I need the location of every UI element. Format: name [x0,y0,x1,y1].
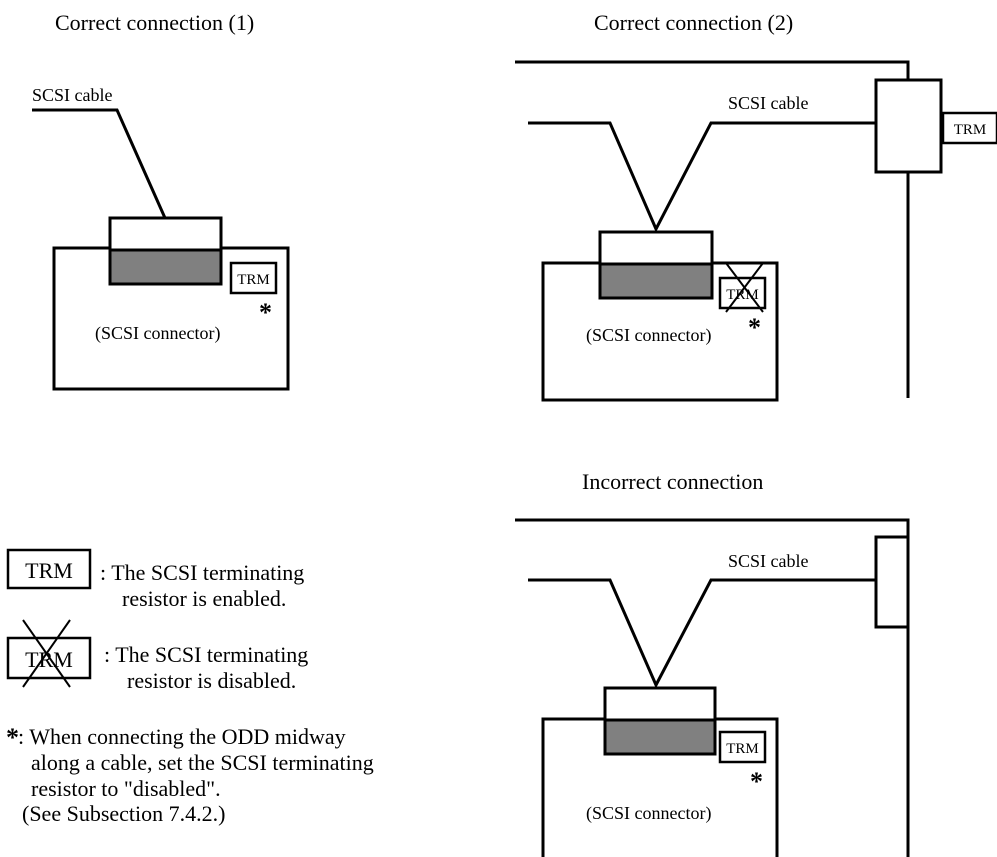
diagram-2-plug [598,230,714,266]
diagram-1-connector-label: (SCSI connector) [95,323,220,344]
legend-disabled-cross-b [22,619,71,688]
legend-note-asterisk: * [6,723,19,752]
legend-enabled-trm-box [6,548,92,590]
diagram-1-connector-socket [108,248,223,286]
legend: TRM : The SCSI terminating resistor is e… [6,548,374,826]
diagram-2-scsi-cable [528,121,876,233]
diagram-1-trm-label: TRM [237,272,270,288]
diagram-2-bus-line [515,60,910,398]
diagram-3-asterisk: * [750,767,763,796]
diagram-3-connector-label: (SCSI connector) [586,803,711,824]
diagram-3-cable-label: SCSI cable [728,551,809,571]
diagram-2-trm-box [718,276,767,310]
diagram-2-trm-label: TRM [726,287,759,303]
diagram-3-end-plug [874,535,910,629]
diagram-3-plug [603,686,717,722]
legend-disabled-line-2: resistor is disabled. [127,668,296,693]
diagram-1-asterisk: * [259,298,272,327]
legend-enabled-line-1: : The SCSI terminating [100,560,304,585]
legend-note-line-3: resistor to "disabled". [31,776,221,801]
diagram-1-scsi-cable [32,108,167,219]
diagram-2-trm-cross-b [725,262,764,313]
diagram-incorrect: Incorrect connection SCSI cable TRM * (S… [515,469,910,857]
diagram-2-connector-socket [598,262,714,300]
diagram-correct-2: Correct connection (2) TRM SCSI cable TR… [515,10,997,402]
diagram-3-connector-socket [603,718,717,756]
legend-disabled-trm-box [6,636,92,680]
diagram-2-cable-label: SCSI cable [728,93,809,113]
diagram-3-title: Incorrect connection [582,469,763,494]
diagram-2-connector-label: (SCSI connector) [586,325,711,346]
diagram-2-title: Correct connection (2) [594,10,793,35]
legend-enabled-line-2: resistor is enabled. [122,586,286,611]
legend-note-line-4: (See Subsection 7.4.2.) [22,801,225,826]
diagram-3-bus-line [515,518,910,857]
diagram-1-trm-box [229,261,278,295]
diagram-3-trm-box [718,730,767,764]
legend-note-line-1: : When connecting the ODD midway [18,724,346,749]
diagram-correct-1: Correct connection (1) SCSI cable TRM * … [32,10,290,391]
diagram-1-title: Correct connection (1) [55,10,254,35]
diagram-3-trm-label: TRM [726,741,759,757]
diagram-2-end-trm-box [941,111,997,145]
diagram-2-end-trm-label: TRM [954,122,987,138]
legend-disabled-line-1: : The SCSI terminating [104,642,308,667]
diagram-2-terminator-plug [874,78,943,174]
diagram-2-asterisk: * [748,313,761,342]
legend-enabled-symbol: TRM [25,558,73,583]
diagram-3-scsi-cable [528,578,876,689]
diagram-1-cable-label: SCSI cable [32,85,113,105]
diagram-1-plug [108,216,223,252]
legend-note-line-2: along a cable, set the SCSI terminating [31,750,374,775]
